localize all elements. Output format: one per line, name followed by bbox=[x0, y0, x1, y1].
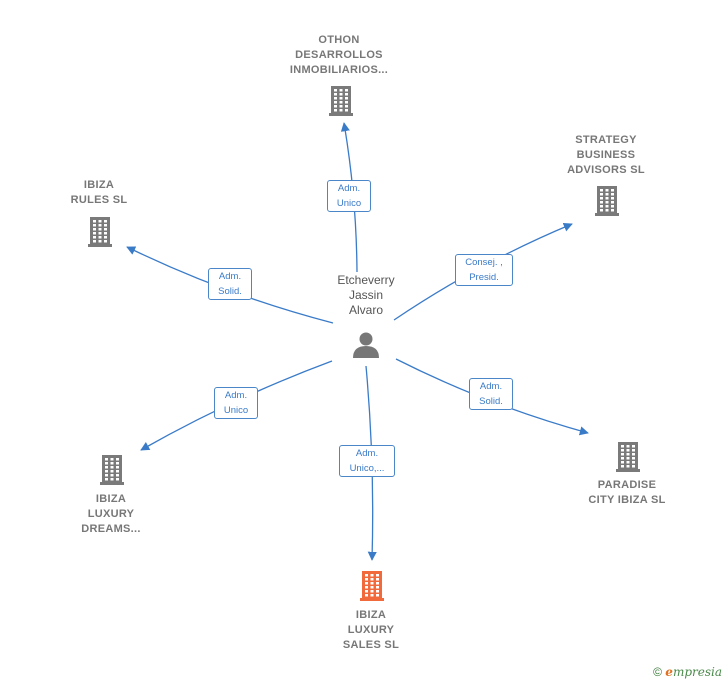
role-label-ibiza-rules[interactable]: Adm. Solid. bbox=[208, 268, 252, 300]
copyright-symbol: © bbox=[653, 665, 662, 679]
role-label-strategy[interactable]: Consej. , Presid. bbox=[455, 254, 513, 286]
building-icon bbox=[329, 86, 353, 116]
building-icon bbox=[616, 442, 640, 472]
company-label-paradise[interactable]: PARADISE CITY IBIZA SL bbox=[588, 479, 666, 506]
person-name-label: Etcheverry Jassin Alvaro bbox=[337, 273, 395, 317]
role-label-paradise[interactable]: Adm. Solid. bbox=[469, 378, 513, 410]
company-label-ibiza-dreams[interactable]: IBIZA LUXURY DREAMS... bbox=[81, 492, 141, 535]
company-label-strategy[interactable]: STRATEGY BUSINESS ADVISORS SL bbox=[567, 133, 645, 176]
company-label-ibiza-rules[interactable]: IBIZA RULES SL bbox=[70, 179, 128, 206]
building-icon bbox=[360, 571, 384, 601]
company-label-ibiza-sales[interactable]: IBIZA LUXURY SALES SL bbox=[342, 608, 400, 651]
building-icon bbox=[88, 217, 112, 247]
empresia-logo: empresia bbox=[665, 665, 722, 679]
building-icon bbox=[595, 186, 619, 216]
role-label-ibiza-sales[interactable]: Adm. Unico,... bbox=[339, 445, 395, 477]
person-icon bbox=[353, 332, 379, 358]
role-label-ibiza-dreams[interactable]: Adm. Unico bbox=[214, 387, 258, 419]
company-label-othon[interactable]: OTHON DESARROLLOS INMOBILIARIOS... bbox=[289, 33, 389, 76]
empresia-watermark: © empresia bbox=[653, 665, 722, 679]
building-icon bbox=[100, 455, 124, 485]
role-label-othon[interactable]: Adm. Unico bbox=[327, 180, 371, 212]
